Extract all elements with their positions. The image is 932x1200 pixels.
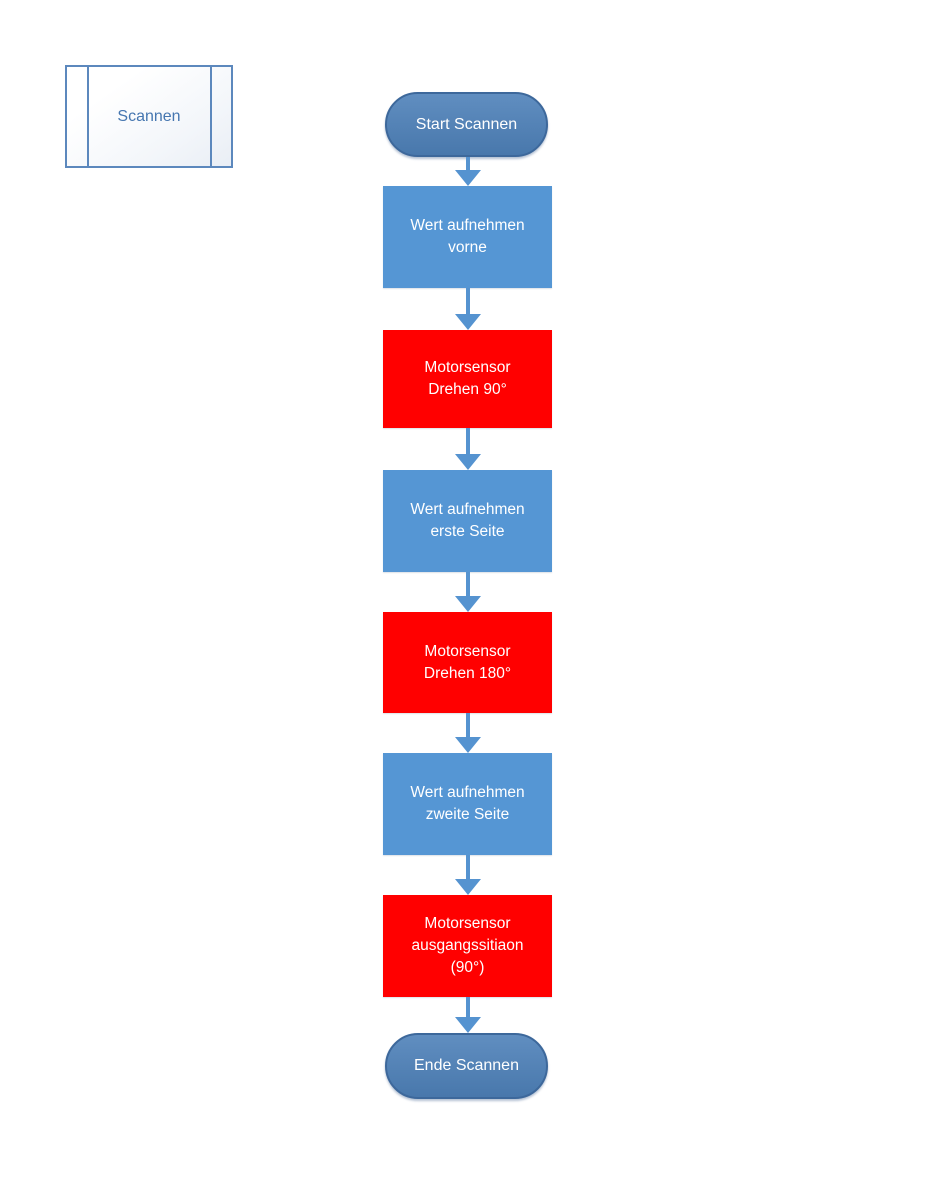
flow-connector: [383, 572, 552, 612]
flow-connector: [383, 713, 552, 753]
arrow-head-icon: [454, 314, 481, 330]
arrow-line: [465, 157, 470, 172]
arrow-head-icon: [454, 454, 481, 470]
arrow-line: [465, 713, 470, 739]
arrow-line: [465, 428, 470, 456]
flow-node-motorsensor-ausgangssituation: Motorsensor ausgangssitiaon (90°): [383, 895, 552, 997]
node-label: Wert aufnehmen vorne: [410, 217, 525, 256]
flow-connector: [383, 157, 552, 186]
legend-left-bar: [87, 67, 89, 166]
flow-connector: [383, 428, 552, 470]
flow-connector: [383, 855, 552, 895]
node-label: Start Scannen: [415, 115, 518, 133]
legend-right-bar: [210, 67, 212, 166]
flow-connector: [383, 997, 552, 1033]
flow-connector: [383, 288, 552, 330]
legend-label: Scannen: [117, 107, 181, 125]
node-label: Ende Scannen: [414, 1057, 519, 1074]
node-label: Motorsensor Drehen 90°: [424, 359, 511, 398]
arrow-head-icon: [454, 737, 481, 753]
arrow-head-icon: [454, 596, 481, 612]
flow-node-wert-aufnehmen-zweite-seite: Wert aufnehmen zweite Seite: [383, 753, 552, 855]
node-label: Wert aufnehmen zweite Seite: [410, 784, 525, 823]
flow-node-motorsensor-drehen-90: Motorsensor Drehen 90°: [383, 330, 552, 428]
node-label: Motorsensor Drehen 180°: [423, 642, 512, 682]
arrow-head-icon: [454, 1017, 481, 1033]
flow-node-motorsensor-drehen-180: Motorsensor Drehen 180°: [383, 612, 552, 713]
arrow-line: [465, 288, 470, 316]
node-label: Motorsensor ausgangssitiaon (90°): [411, 915, 524, 976]
arrow-head-icon: [454, 879, 481, 895]
flow-node-end: Ende Scannen: [385, 1033, 548, 1099]
flow-node-start: Start Scannen: [385, 92, 548, 157]
arrow-line: [465, 572, 470, 598]
arrow-line: [465, 997, 470, 1019]
node-label: Wert aufnehmen erste Seite: [410, 501, 525, 540]
flow-node-wert-aufnehmen-vorne: Wert aufnehmen vorne: [383, 186, 552, 288]
arrow-head-icon: [454, 170, 481, 186]
predefined-process-shape: Scannen: [65, 65, 233, 168]
arrow-line: [465, 855, 470, 881]
flow-node-wert-aufnehmen-erste-seite: Wert aufnehmen erste Seite: [383, 470, 552, 572]
